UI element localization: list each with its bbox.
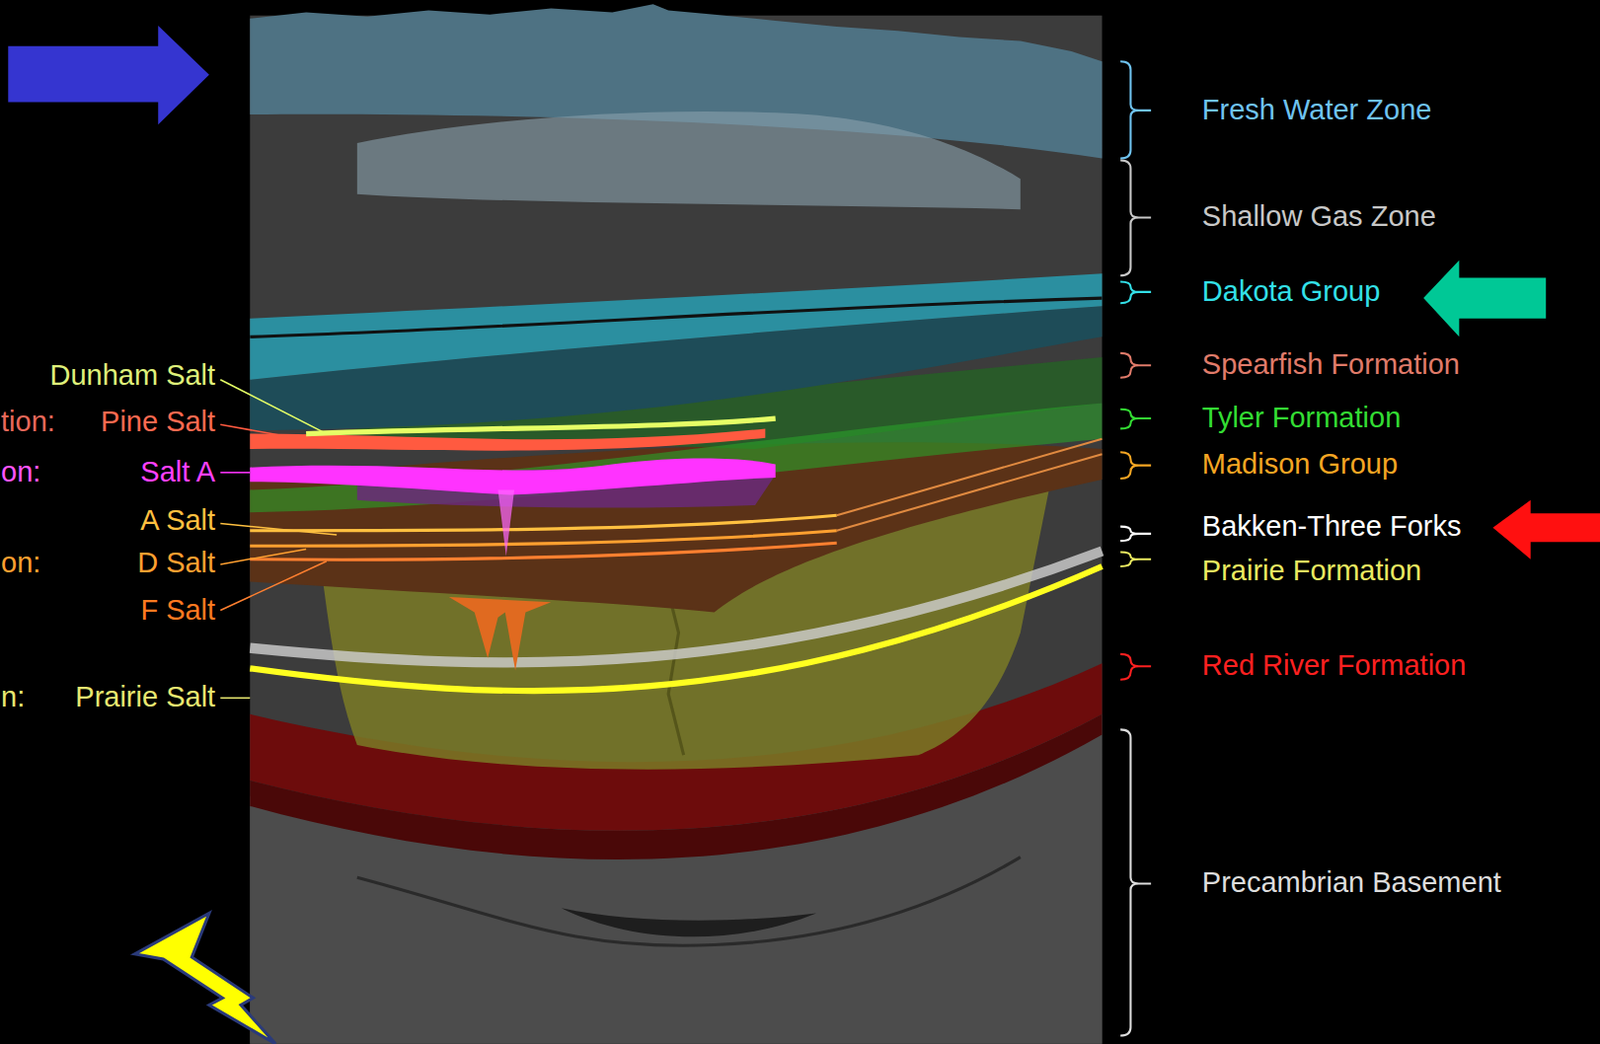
injection-arrow (7, 25, 210, 125)
salt-a-spike (497, 489, 515, 556)
zone-label: Fresh Water Zone (1202, 94, 1433, 127)
dakota-surface-line (249, 298, 1102, 337)
bracket (1120, 160, 1151, 277)
bracket (1120, 409, 1151, 430)
salt-layer-edge (837, 439, 1103, 532)
cut-label: tion: (0, 406, 56, 439)
salt-label: Pine Salt (100, 406, 216, 439)
braces (1120, 61, 1151, 1036)
lightning-bolt (134, 913, 276, 1044)
bracket (1120, 61, 1151, 158)
basement-surface (357, 857, 1021, 947)
leader-line (220, 424, 306, 441)
shallow-gas-zone (249, 15, 1102, 1044)
leader-line (220, 697, 250, 700)
salt-a-layer (249, 458, 775, 496)
zone-label: Shallow Gas Zone (1202, 201, 1437, 233)
bracket (1120, 551, 1151, 566)
salt-label: A Salt (140, 505, 216, 537)
madison-layer (249, 442, 1102, 612)
formation-label: Prairie Formation (1202, 555, 1422, 588)
formation-label: Precambrian Basement (1202, 867, 1502, 900)
target-arrow-shape (1423, 260, 1546, 338)
formation-label: Spearfish Formation (1202, 349, 1460, 381)
bracket (1120, 282, 1151, 305)
cut-label: on: (0, 547, 41, 580)
formation-label: Madison Group (1202, 449, 1398, 481)
basement-surface (561, 908, 817, 937)
f-salt-layer (249, 542, 837, 560)
target-arrow (1423, 260, 1546, 338)
bracket (1120, 353, 1151, 379)
bracket (1120, 527, 1151, 541)
leader-line (220, 524, 337, 535)
salt-dissolution-spikes (449, 597, 551, 671)
formation-label: Tyler Formation (1202, 402, 1401, 435)
leader-line (220, 380, 327, 435)
bracket (1120, 452, 1151, 479)
salt-label: Dunham Salt (49, 361, 216, 393)
formation-label: Bakken-Three Forks (1202, 512, 1462, 544)
salt-label: Prairie Salt (75, 682, 216, 714)
d-salt-layer (249, 531, 837, 547)
target-arrow (1492, 500, 1600, 560)
a-salt-layer (249, 515, 837, 532)
leader-line (220, 561, 327, 611)
dakota-layer (249, 273, 1102, 381)
formation-label: Dakota Group (1202, 276, 1381, 308)
formation-label: Red River Formation (1202, 650, 1467, 683)
salt-label: F Salt (140, 595, 216, 627)
leader-lines (220, 380, 337, 699)
leader-line (220, 548, 306, 565)
leader-line (220, 471, 250, 474)
salt-label: Salt A (140, 457, 216, 489)
cut-label: on: (0, 457, 41, 489)
cut-label: n: (0, 682, 25, 714)
bracket (1120, 729, 1151, 1036)
bracket (1120, 654, 1151, 681)
fresh-water-surface (357, 111, 1021, 210)
salt-label: D Salt (137, 547, 216, 580)
target-arrow-shape (1492, 500, 1600, 560)
